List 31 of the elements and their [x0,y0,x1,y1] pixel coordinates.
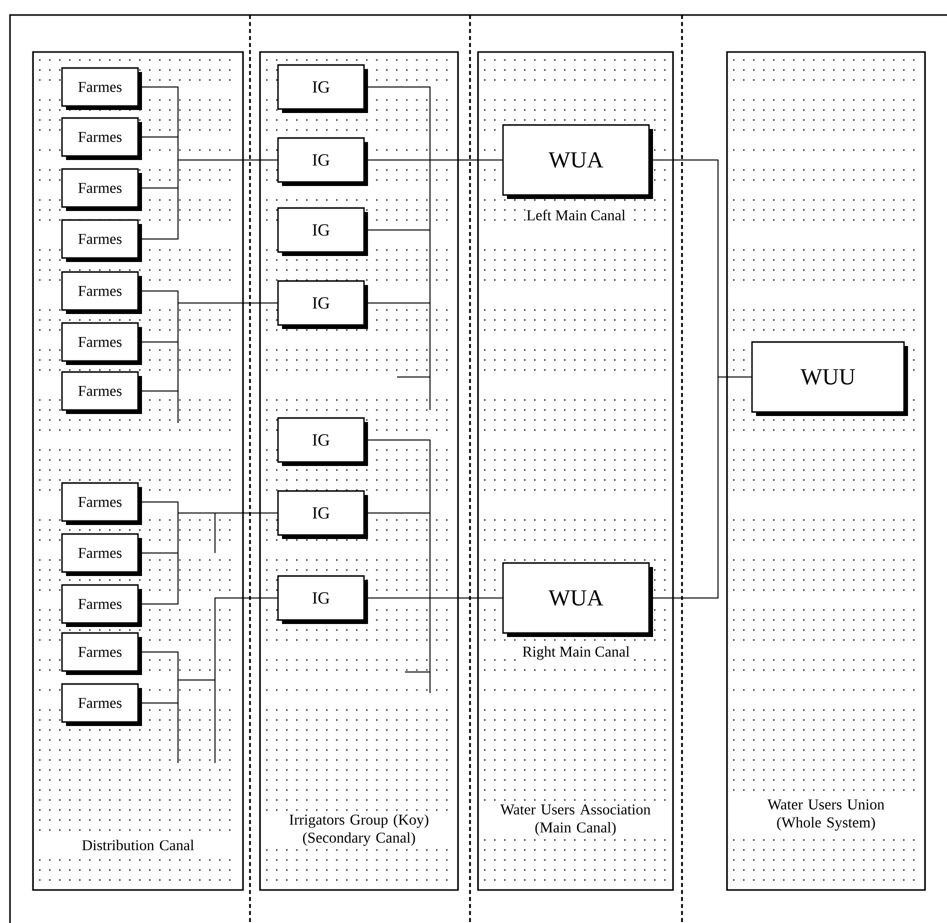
irrigator-group-box: IG [277,64,368,113]
column-panel [726,51,926,891]
farmer-box: Farmes [61,117,142,160]
irrigator-group-box: IG [277,137,368,186]
column-caption: Water Users Union (Whole System) [733,798,920,832]
irrigator-group-box: IG [277,417,368,466]
farmer-box: Farmes [61,67,142,110]
irrigator-group-box: IG [277,280,368,329]
column-caption: Distribution Canal [39,838,237,852]
canal-caption: Right Main Canal [521,645,631,661]
canal-caption: Left Main Canal [525,208,627,222]
column-caption: Water Users Association (Main Canal) [484,803,667,837]
farmer-box: Farmes [61,683,142,726]
farmer-box: Farmes [61,168,142,211]
farmer-box: Farmes [61,271,142,314]
farmer-box: Farmes [61,219,142,262]
irrigator-group-box: IG [277,490,368,539]
column-caption: Irrigators Group (Koy) (Secondary Canal) [266,813,452,847]
irrigator-group-box: IG [277,207,368,256]
column-panel [477,51,674,891]
union-box: WUU [751,341,908,416]
irrigator-group-box: IG [277,575,368,624]
association-box: WUA [502,124,653,199]
farmer-box: Farmes [61,371,142,414]
farmer-box: Farmes [61,322,142,365]
farmer-box: Farmes [61,632,142,675]
farmer-box: Farmes [61,584,142,627]
column-panel [259,51,459,891]
association-box: WUA [502,562,653,637]
farmer-box: Farmes [61,482,142,525]
farmer-box: Farmes [61,533,142,576]
